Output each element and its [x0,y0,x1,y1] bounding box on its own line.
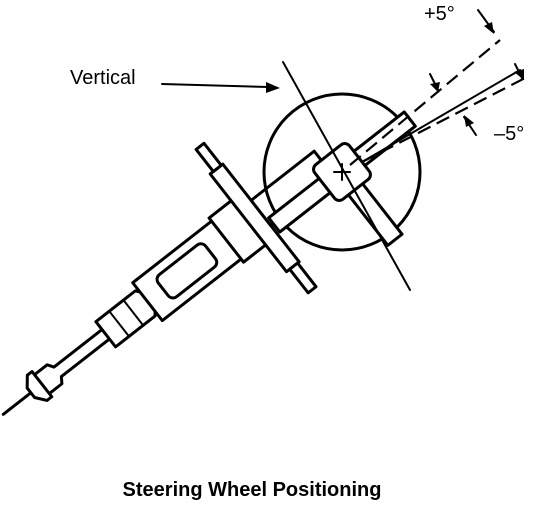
plus-angle-label: +5° [424,3,455,25]
plus-arrowhead [484,22,494,34]
minus-arrowhead-lower [464,115,474,127]
nominal-line [361,69,521,163]
plus-limit-line [349,39,501,166]
vertical-reference-line [282,61,411,291]
minus-limit-line [361,77,526,163]
plus-arrowhead-lower [430,82,440,92]
minus-arrow [463,63,524,136]
vertical-leader-line [161,83,269,88]
vertical-label: Vertical [70,67,136,89]
nut-line-b [122,299,145,327]
column-end-cap [25,370,54,402]
column-window [155,242,219,300]
figure-caption: Steering Wheel Positioning [123,479,382,501]
mounting-tab-top [194,141,223,174]
minus-arrowhead [514,69,524,80]
wheel-rim [262,92,422,252]
mounting-tab-bottom [288,261,318,295]
steering-column [1,141,336,416]
vertical-leader-arrowhead [266,82,280,93]
plus-arrow [429,9,495,92]
minus-angle-label: –5° [494,123,524,145]
nut-line-a [108,310,130,338]
